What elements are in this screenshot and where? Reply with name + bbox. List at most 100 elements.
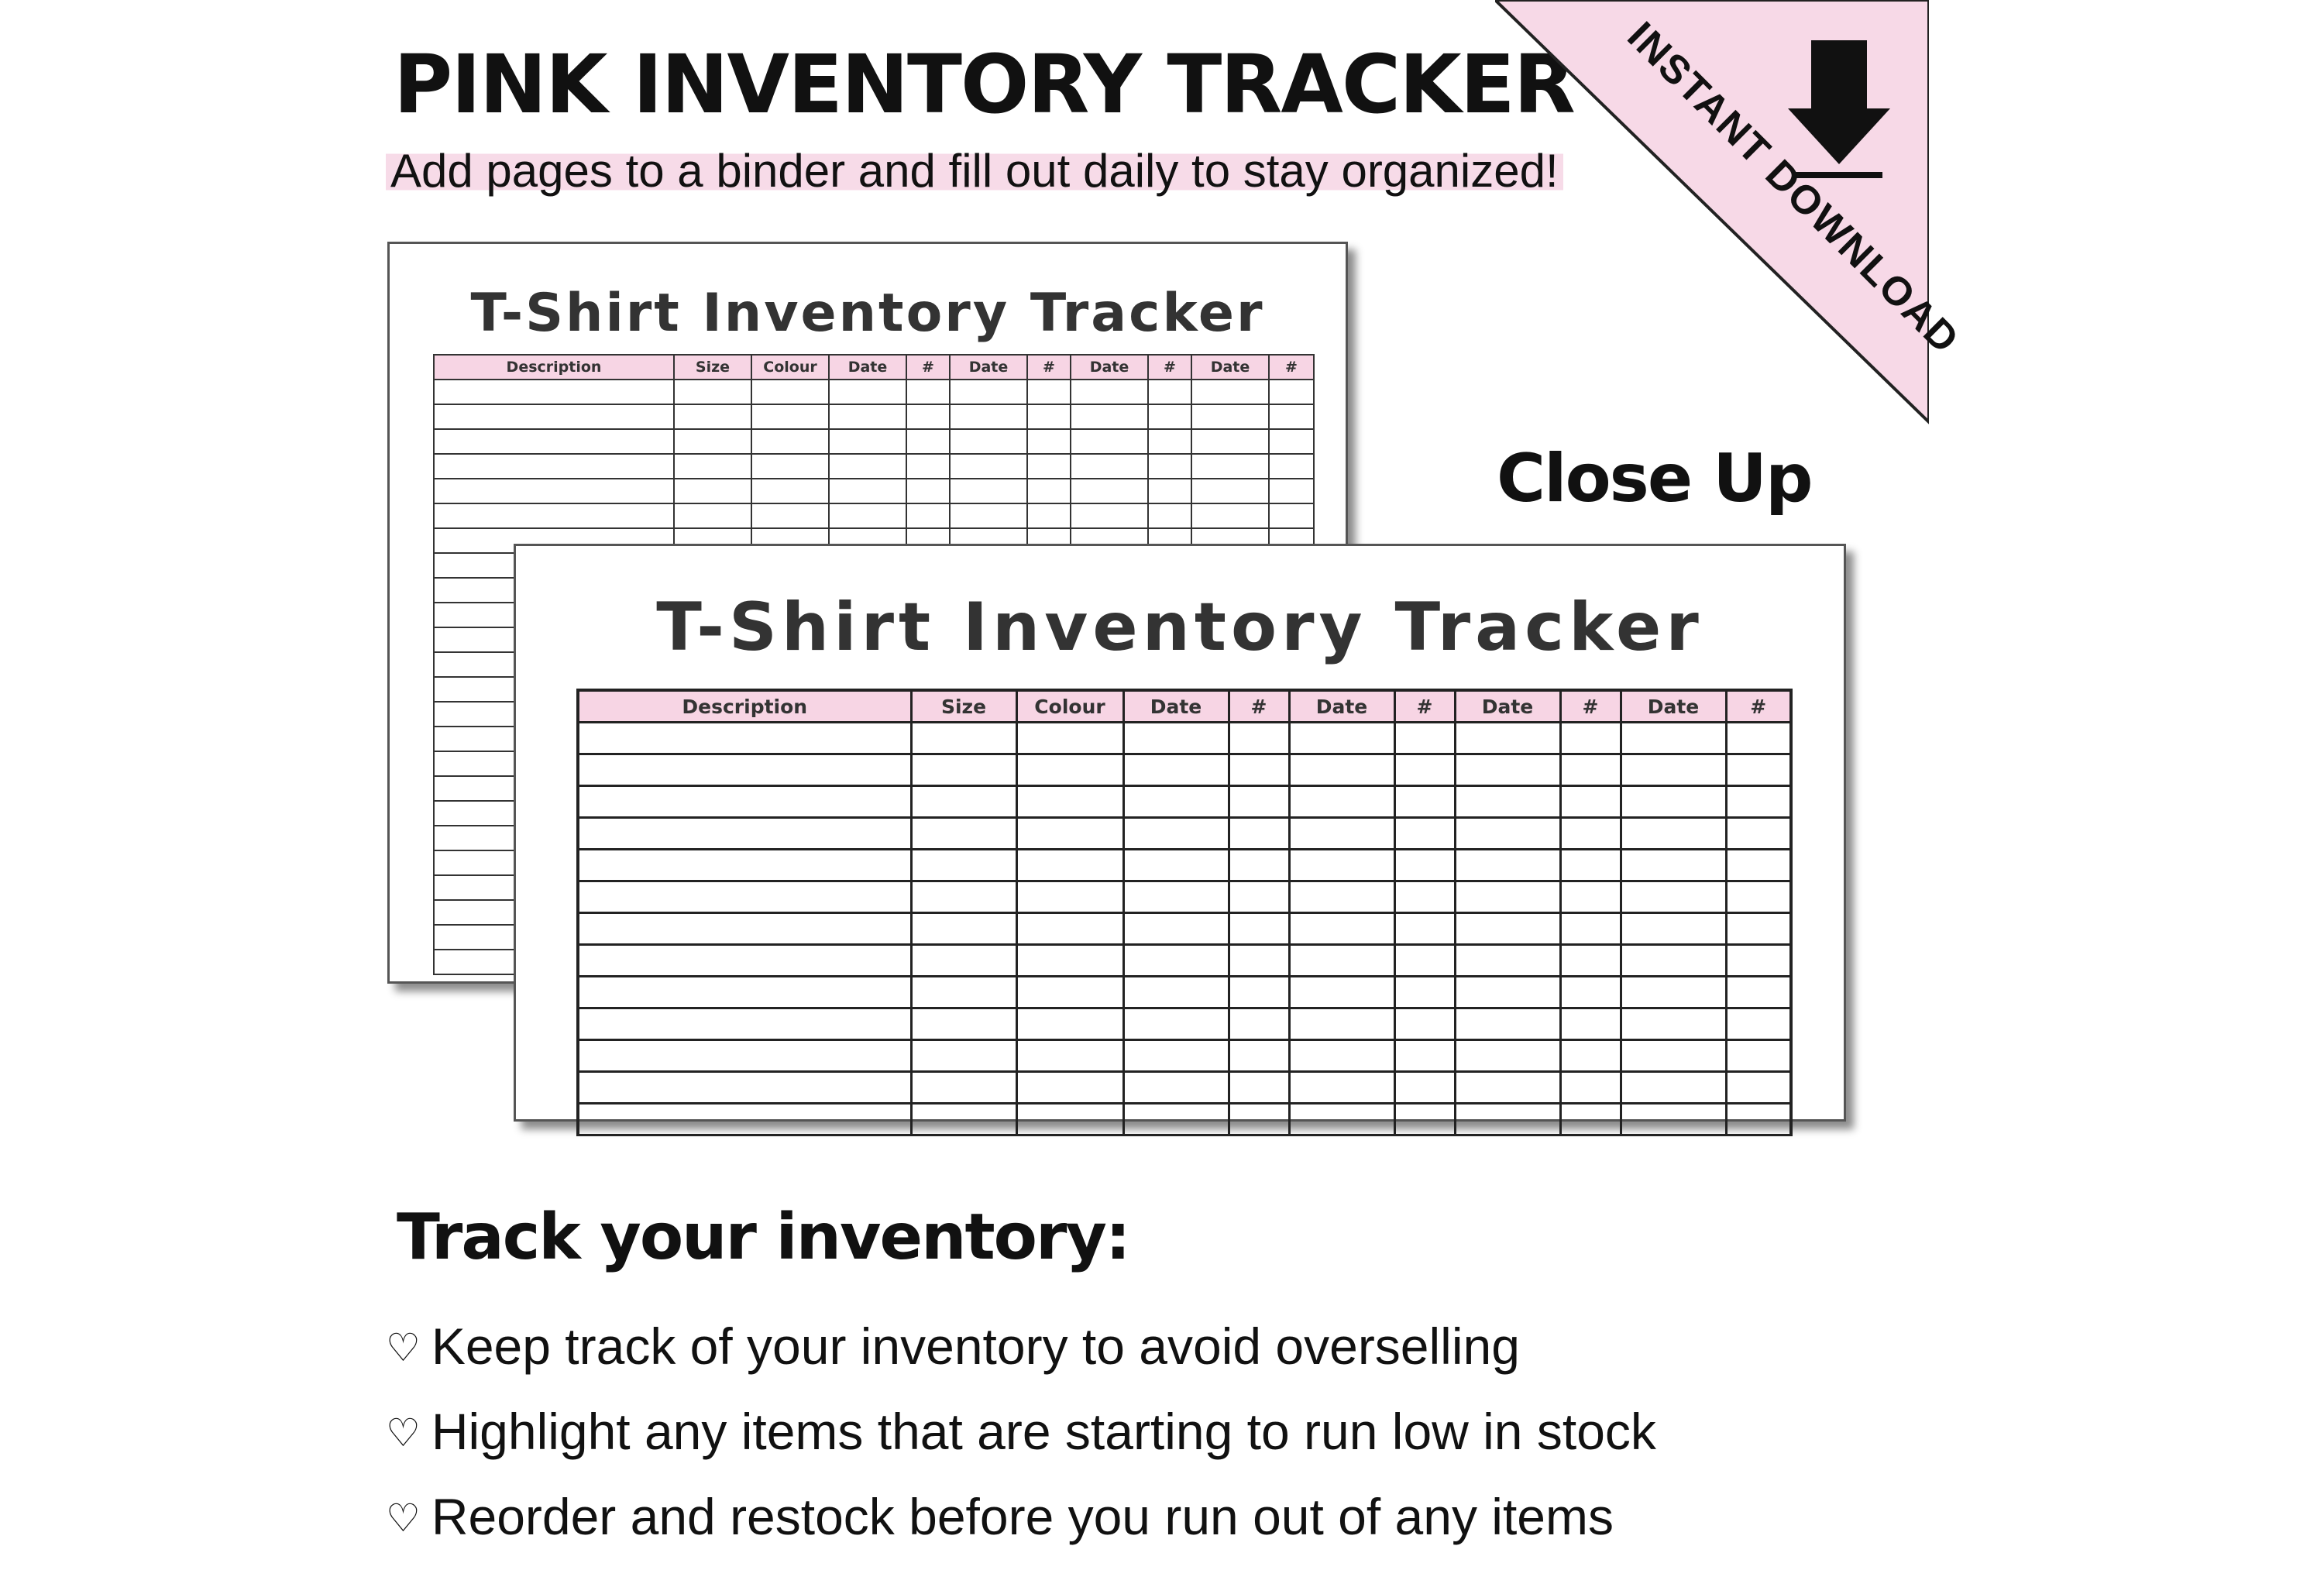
tracker-blank-cell — [1015, 912, 1125, 946]
tracker-blank-cell — [1287, 753, 1396, 787]
features-heading: Track your inventory: — [397, 1201, 1131, 1274]
tracker-blank-cell — [1393, 912, 1456, 946]
tracker-blank-cell — [1453, 816, 1562, 850]
tracker-blank-cell — [1227, 943, 1291, 977]
tracker-blank-cell — [1122, 721, 1230, 755]
tracker-blank-cell — [1015, 721, 1125, 755]
tracker-blank-cell — [1453, 1102, 1562, 1136]
tracker-blank-cell — [828, 453, 907, 479]
tracker-table-close-up: Description Size Colour Date # Date # Da… — [576, 689, 1793, 1136]
column-header-date: Date — [1191, 354, 1270, 380]
tracker-blank-cell — [1619, 943, 1728, 977]
tracker-blank-cell — [673, 478, 752, 504]
tracker-blank-cell — [1453, 721, 1562, 755]
tracker-blank-cell — [1559, 848, 1622, 882]
tracker-blank-cell — [1559, 912, 1622, 946]
tracker-blank-cell — [828, 404, 907, 430]
tracker-blank-cell — [576, 785, 913, 819]
tracker-blank-cell — [1191, 503, 1270, 529]
tracker-blank-cell — [1393, 785, 1456, 819]
tracker-blank-cell — [1287, 943, 1396, 977]
tracker-blank-cell — [1453, 1007, 1562, 1041]
tracker-blank-cell — [1015, 848, 1125, 882]
tracker-blank-cell — [1619, 1102, 1728, 1136]
tracker-blank-cell — [1724, 753, 1793, 787]
tracker-blank-row — [576, 721, 1793, 755]
tracker-blank-cell — [1393, 753, 1456, 787]
tracker-blank-cell — [1287, 880, 1396, 914]
tracker-blank-cell — [1227, 912, 1291, 946]
tracker-title-close-up: T-Shirt Inventory Tracker — [656, 589, 1703, 666]
tracker-blank-cell — [828, 503, 907, 529]
tracker-blank-cell — [673, 379, 752, 405]
tracker-blank-cell — [1724, 848, 1793, 882]
feature-item: ♡Keep track of your inventory to avoid o… — [386, 1317, 1520, 1376]
tracker-blank-cell — [1268, 453, 1315, 479]
tracker-header-row: Description Size Colour Date # Date # Da… — [433, 354, 1315, 380]
tracker-blank-cell — [576, 1102, 913, 1136]
tracker-blank-cell — [1015, 785, 1125, 819]
tracker-blank-cell — [1724, 975, 1793, 1009]
tracker-blank-cell — [1619, 1070, 1728, 1104]
tracker-blank-cell — [1619, 912, 1728, 946]
tracker-blank-cell — [751, 453, 830, 479]
tracker-page-close-up: T-Shirt Inventory Tracker Description Si… — [514, 544, 1846, 1136]
tracker-blank-cell — [1619, 1007, 1728, 1041]
tracker-blank-cell — [906, 453, 951, 479]
tracker-blank-cell — [1026, 453, 1071, 479]
tracker-blank-cell — [1147, 478, 1192, 504]
tracker-blank-cell — [433, 428, 675, 455]
column-header-date: Date — [1287, 689, 1396, 723]
close-up-label: Close Up — [1497, 440, 1813, 517]
tracker-blank-row — [576, 1102, 1793, 1136]
tracker-blank-cell — [1268, 478, 1315, 504]
tracker-blank-cell — [1393, 943, 1456, 977]
tracker-blank-cell — [751, 503, 830, 529]
column-header-date: Date — [828, 354, 907, 380]
tracker-blank-cell — [1026, 404, 1071, 430]
tracker-blank-cell — [1268, 404, 1315, 430]
tracker-blank-cell — [576, 848, 913, 882]
download-arrow-icon — [1788, 40, 1890, 178]
tracker-blank-cell — [906, 503, 951, 529]
tracker-blank-cell — [1619, 880, 1728, 914]
tracker-blank-row — [433, 379, 1315, 405]
tracker-blank-cell — [1287, 1070, 1396, 1104]
tracker-blank-cell — [1070, 428, 1149, 455]
tracker-blank-cell — [576, 880, 913, 914]
column-header-date: Date — [1122, 689, 1230, 723]
tracker-blank-row — [576, 753, 1793, 787]
tracker-blank-cell — [1147, 428, 1192, 455]
tracker-blank-cell — [949, 453, 1028, 479]
tracker-blank-cell — [909, 1070, 1018, 1104]
column-header-date: Date — [1619, 689, 1728, 723]
tracker-blank-cell — [433, 379, 675, 405]
tracker-blank-cell — [1724, 880, 1793, 914]
tracker-blank-cell — [1559, 753, 1622, 787]
tracker-blank-cell — [1559, 975, 1622, 1009]
tracker-blank-cell — [1122, 1102, 1230, 1136]
tracker-blank-cell — [1287, 975, 1396, 1009]
tracker-blank-cell — [1227, 1039, 1291, 1073]
tracker-blank-cell — [673, 453, 752, 479]
tracker-blank-cell — [1724, 912, 1793, 946]
tracker-blank-cell — [1227, 975, 1291, 1009]
tracker-blank-cell — [1559, 1039, 1622, 1073]
tracker-blank-cell — [1393, 721, 1456, 755]
tracker-blank-cell — [1559, 1007, 1622, 1041]
tracker-blank-cell — [909, 1007, 1018, 1041]
tracker-blank-row — [433, 503, 1315, 529]
tracker-blank-cell — [828, 379, 907, 405]
tracker-blank-cell — [751, 478, 830, 504]
tracker-blank-cell — [1559, 880, 1622, 914]
tracker-blank-cell — [1122, 880, 1230, 914]
feature-item: ♡Reorder and restock before you run out … — [386, 1487, 1614, 1546]
tracker-blank-cell — [1559, 943, 1622, 977]
tracker-blank-cell — [909, 816, 1018, 850]
heart-outline-icon: ♡ — [386, 1496, 421, 1541]
tracker-blank-cell — [949, 503, 1028, 529]
tracker-blank-cell — [1015, 1039, 1125, 1073]
tracker-blank-cell — [673, 404, 752, 430]
tracker-blank-row — [576, 880, 1793, 914]
column-header-count: # — [1227, 689, 1291, 723]
